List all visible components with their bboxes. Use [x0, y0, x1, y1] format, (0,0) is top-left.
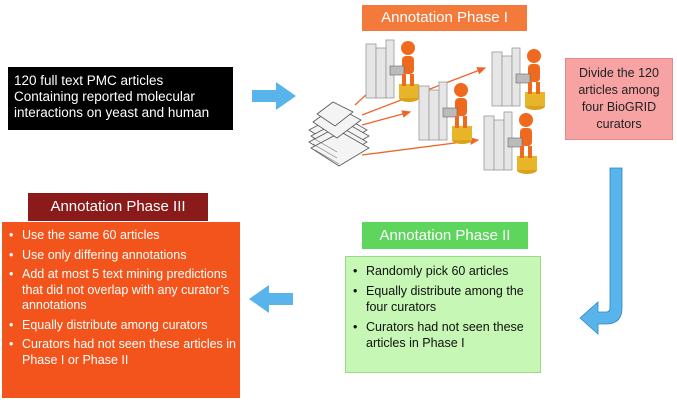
phase3-steps-box: Use the same 60 articles Use only differ…: [2, 222, 240, 398]
source-line-1: 120 full text PMC articles: [14, 73, 164, 88]
phase2-step: Randomly pick 60 articles: [352, 263, 536, 279]
phase3-step: Use only differing annotations: [8, 248, 236, 264]
phase2-step: Equally distribute among the four curato…: [352, 283, 536, 315]
source-line-2: Containing reported molecular: [14, 89, 195, 104]
phase3-step: Equally distribute among curators: [8, 318, 236, 334]
phase3-step: Use the same 60 articles: [8, 228, 236, 244]
curator-at-desk-icon: [491, 47, 545, 110]
bent-arrow-icon: [579, 167, 623, 335]
phase2-title: Annotation Phase II: [362, 222, 528, 249]
source-line-3: interactions on yeast and human: [14, 105, 210, 120]
curator-at-desk-icon: [418, 81, 472, 144]
phase2-step-list: Randomly pick 60 articles Equally distri…: [352, 263, 536, 351]
phase2-steps-box: Randomly pick 60 articles Equally distri…: [345, 256, 541, 373]
divide-line-1: Divide the 120: [579, 66, 659, 80]
phase3-step: Curators had not seen these articles in …: [8, 337, 236, 368]
divide-articles-box: Divide the 120 articles among four BioGR…: [565, 58, 673, 140]
divide-line-2: articles among: [578, 83, 660, 97]
phase3-title: Annotation Phase III: [28, 193, 208, 221]
divide-line-3: four BioGRID: [581, 100, 657, 114]
phase3-step: Add at most 5 text mining predictions th…: [8, 267, 236, 314]
divide-line-4: curators: [596, 117, 642, 131]
right-arrow-icon: [252, 82, 296, 110]
curator-at-desk-icon: [365, 39, 419, 102]
phase1-title: Annotation Phase I: [362, 5, 527, 31]
phase3-step-list: Use the same 60 articles Use only differ…: [8, 228, 236, 368]
left-arrow-icon: [249, 285, 293, 313]
phase2-step: Curators had not seen these articles in …: [352, 319, 536, 351]
paper-stack-icon: [308, 101, 370, 167]
source-articles-box: 120 full text PMC articles Containing re…: [8, 67, 233, 130]
curator-at-desk-icon: [483, 111, 537, 174]
